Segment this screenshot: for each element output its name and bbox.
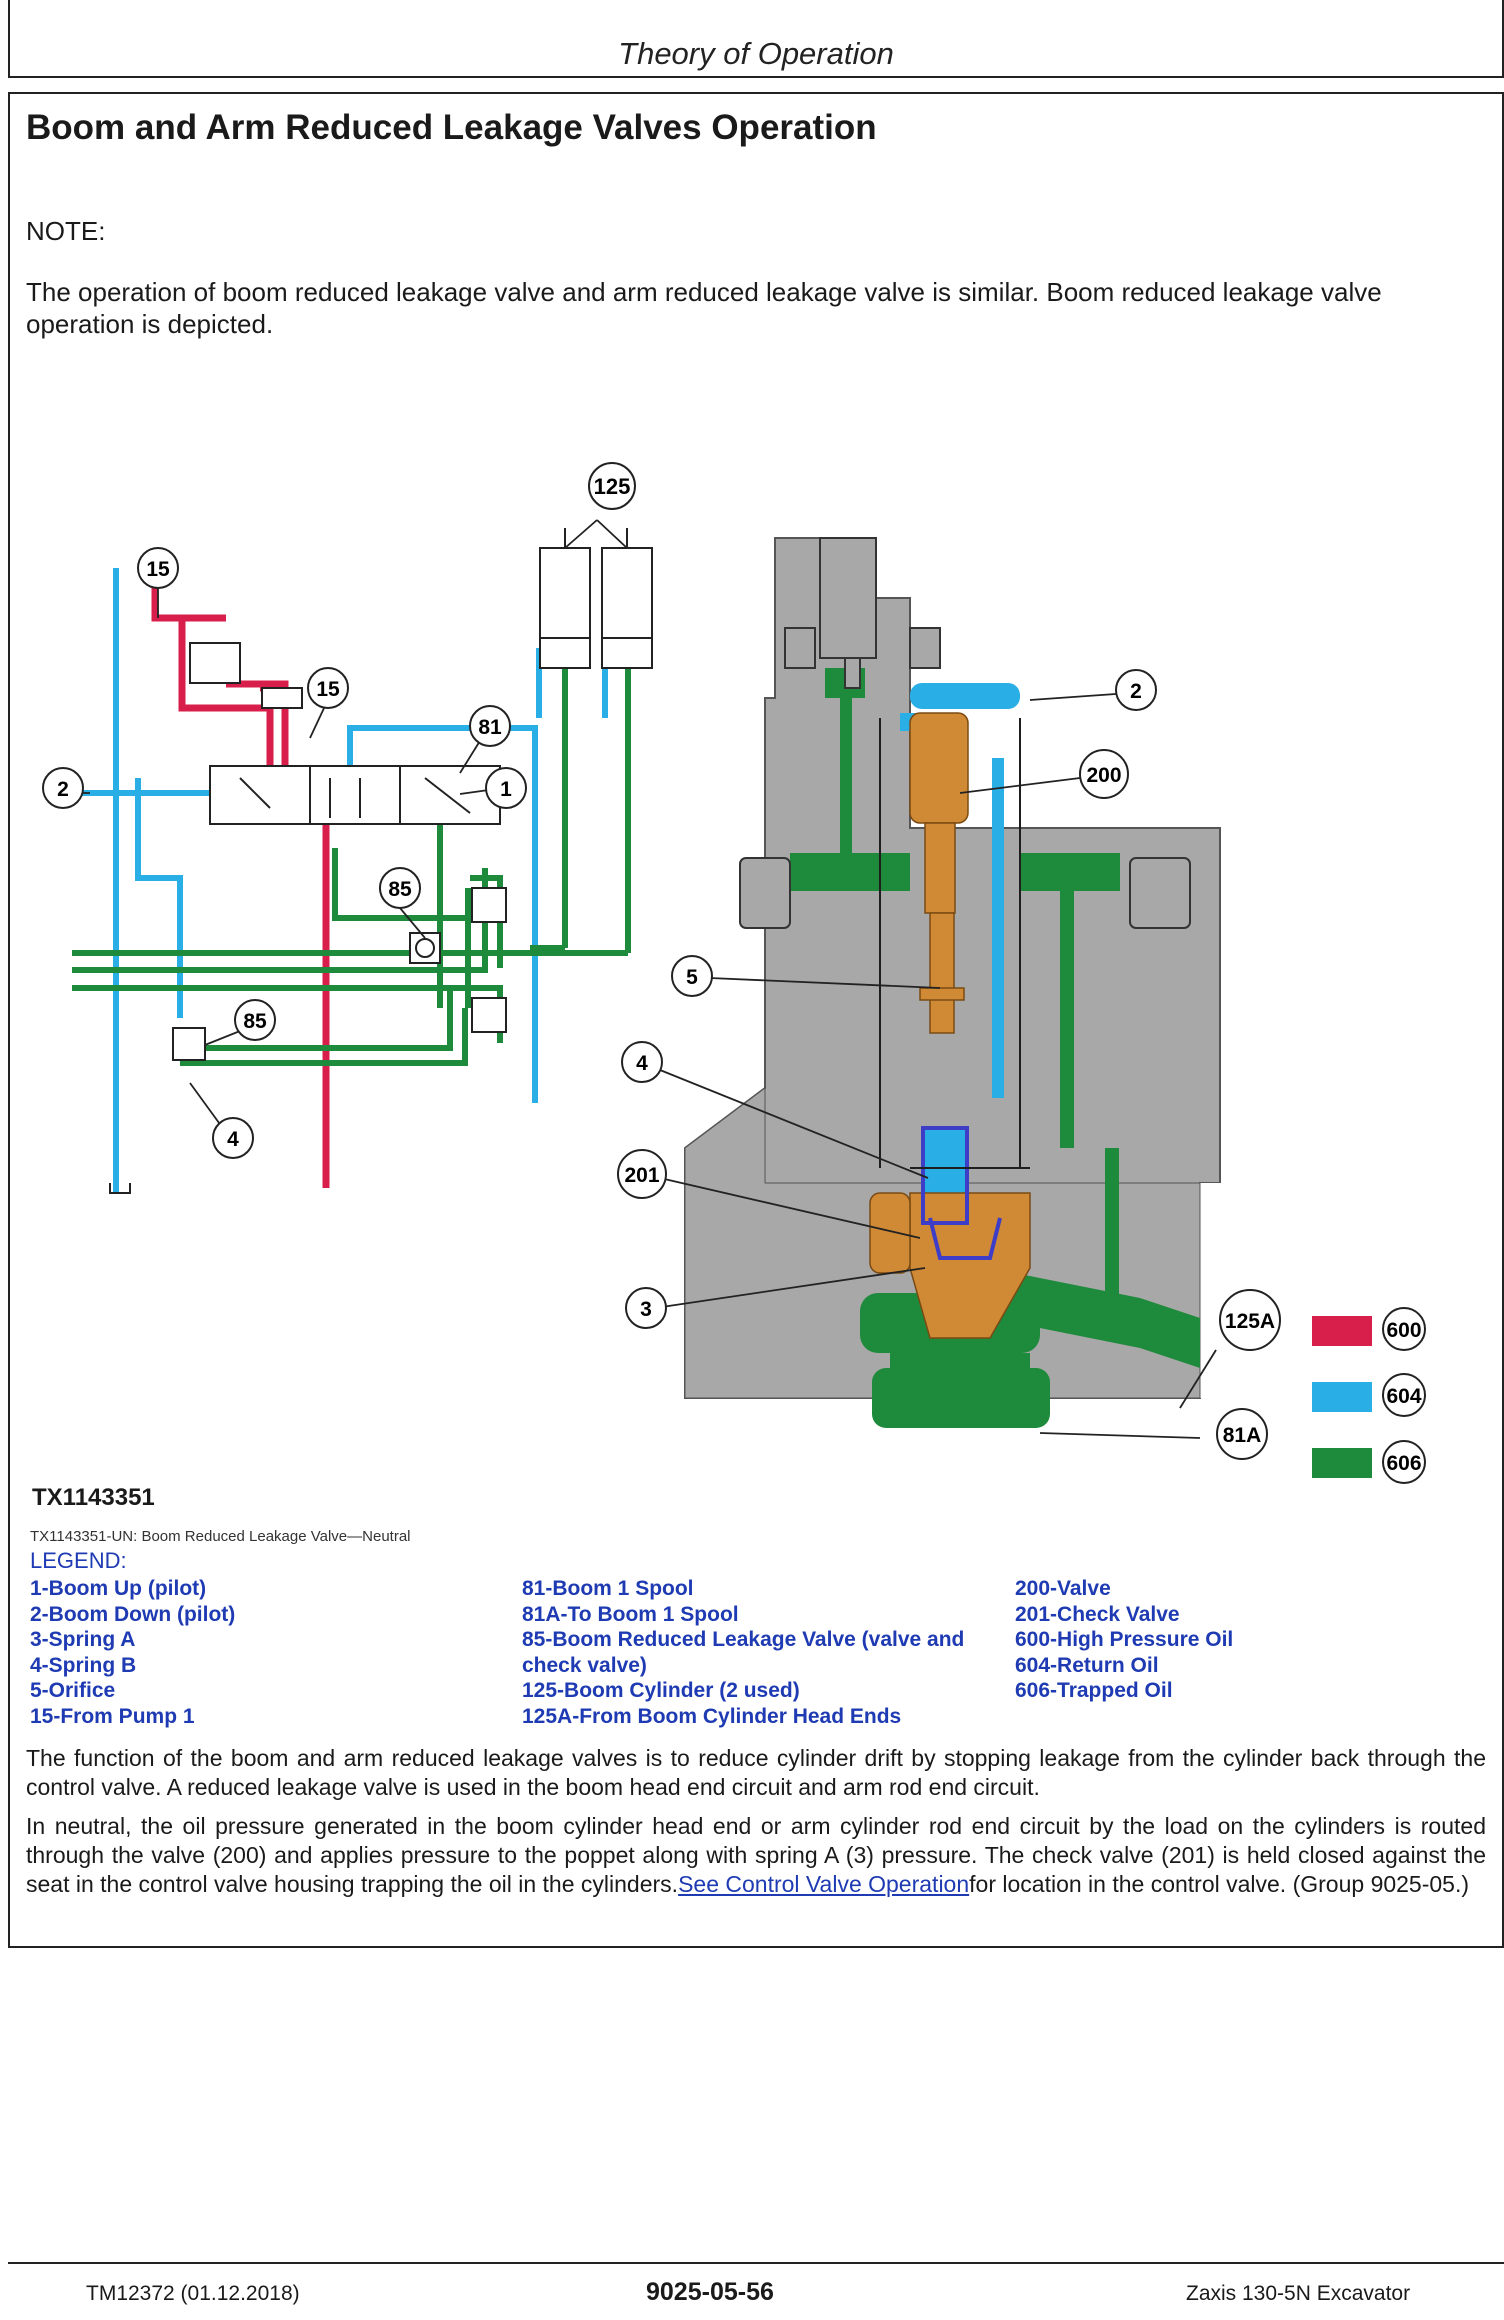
- footer-manual-id: TM12372 (01.12.2018): [86, 2282, 300, 2305]
- footer-divider: [8, 2262, 1504, 2264]
- svg-text:4: 4: [227, 1128, 239, 1151]
- callout-201: 201: [617, 1149, 667, 1199]
- paragraph-text: In neutral, the oil pressure generated i…: [26, 1813, 1486, 1897]
- legend-item: 3-Spring A: [30, 1628, 136, 1652]
- legend-item: 15-From Pump 1: [30, 1704, 195, 1728]
- leader-lines: [73, 519, 1217, 1439]
- content-frame: [8, 92, 1504, 1948]
- legend-item: 600-High Pressure Oil: [1015, 1628, 1234, 1652]
- legend-item: 81A-To Boom 1 Spool: [522, 1602, 739, 1626]
- header-title: Theory of Operation: [618, 36, 894, 71]
- paragraph-text: for location in the control valve. (Grou…: [969, 1871, 1470, 1897]
- svg-text:5: 5: [686, 966, 698, 989]
- legend-column-2: 81-Boom 1 Spool 81A-To Boom 1 Spool 85-B…: [522, 1576, 964, 1730]
- callout-4-left: 4: [212, 1117, 254, 1159]
- svg-text:85: 85: [243, 1010, 267, 1033]
- legend-item: check valve): [522, 1653, 647, 1677]
- callout-85-top: 85: [379, 867, 421, 909]
- legend-item: 125-Boom Cylinder (2 used): [522, 1679, 800, 1703]
- figure-caption: TX1143351-UN: Boom Reduced Leakage Valve…: [30, 1528, 411, 1545]
- legend-item: 604-Return Oil: [1015, 1653, 1159, 1677]
- footer-page-number: 9025-05-56: [646, 2278, 774, 2306]
- callout-5: 5: [671, 955, 713, 997]
- legend-item: 1-Boom Up (pilot): [30, 1577, 207, 1600]
- svg-text:2: 2: [1130, 680, 1142, 703]
- callout-2-right: 2: [1115, 669, 1157, 711]
- body-paragraph-1: The function of the boom and arm reduced…: [26, 1745, 1486, 1800]
- legend-item: 2-Boom Down (pilot): [30, 1602, 236, 1626]
- callout-3: 3: [625, 1287, 667, 1329]
- svg-text:81A: 81A: [1223, 1424, 1262, 1447]
- callout-200: 200: [1079, 749, 1129, 799]
- svg-text:15: 15: [316, 678, 340, 701]
- body-paragraph-2: In neutral, the oil pressure generated i…: [26, 1812, 1486, 1899]
- key-swatch-600: [1312, 1316, 1372, 1346]
- legend-title: LEGEND:: [30, 1548, 127, 1573]
- spool-81: [209, 765, 501, 825]
- key-label-600: 600: [1386, 1319, 1421, 1342]
- figure-id: TX1143351: [32, 1484, 155, 1511]
- svg-text:4: 4: [636, 1052, 648, 1075]
- housing-plugs: [739, 537, 1191, 929]
- trapped-lines: [72, 648, 631, 1066]
- svg-text:85: 85: [388, 878, 412, 901]
- legend-item: 81-Boom 1 Spool: [522, 1577, 694, 1600]
- callout-125: 125: [588, 462, 636, 510]
- svg-text:201: 201: [624, 1164, 659, 1187]
- boom-cylinders: [539, 528, 653, 669]
- legend-item: 5-Orifice: [30, 1679, 116, 1703]
- svg-text:1: 1: [500, 778, 512, 801]
- legend-column-1: 1-Boom Up (pilot) 2-Boom Down (pilot) 3-…: [30, 1576, 235, 1730]
- svg-text:200: 200: [1086, 764, 1121, 787]
- legend-item: 201-Check Valve: [1015, 1602, 1180, 1626]
- svg-text:3: 3: [640, 1298, 652, 1321]
- svg-text:125A: 125A: [1225, 1310, 1275, 1333]
- key-swatch-604: [1312, 1382, 1372, 1412]
- callout-125A: 125A: [1219, 1289, 1281, 1351]
- page-header: Theory of Operation: [8, 0, 1504, 78]
- note-label: NOTE:: [26, 216, 106, 246]
- color-key: 600 604 606: [1312, 1307, 1426, 1484]
- callout-1: 1: [485, 767, 527, 809]
- callout-15-left: 15: [137, 547, 179, 589]
- callout-81: 81: [469, 705, 511, 747]
- section-title: Boom and Arm Reduced Leakage Valves Oper…: [26, 108, 877, 147]
- return-lines: [72, 568, 608, 1193]
- callout-4-right: 4: [621, 1041, 663, 1083]
- svg-text:2: 2: [57, 778, 69, 801]
- control-valve-operation-link[interactable]: See Control Valve Operation: [678, 1871, 970, 1897]
- callout-85-bottom: 85: [234, 999, 276, 1041]
- callout-81A: 81A: [1216, 1408, 1268, 1460]
- key-label-604: 604: [1386, 1385, 1421, 1408]
- svg-text:125: 125: [594, 474, 631, 499]
- housing-outline-lines: [879, 718, 1030, 1169]
- valve-200: [869, 712, 1031, 1339]
- svg-text:15: 15: [146, 558, 170, 581]
- hydraulic-diagram: 125 15 15 81 2 1 85 85 4 2 200 5: [42, 462, 1426, 1484]
- note-text: The operation of boom reduced leakage va…: [26, 277, 1382, 339]
- key-label-606: 606: [1386, 1452, 1421, 1475]
- reduced-leakage-valve-85: [172, 642, 507, 1061]
- key-swatch-606: [1312, 1448, 1372, 1478]
- legend-item: 606-Trapped Oil: [1015, 1679, 1173, 1703]
- footer-machine-name: Zaxis 130-5N Excavator: [1186, 2282, 1411, 2305]
- legend-item: 85-Boom Reduced Leakage Valve (valve and: [522, 1628, 965, 1652]
- callout-15-right: 15: [307, 667, 349, 709]
- legend-item: 4-Spring B: [30, 1653, 137, 1677]
- legend-item: 125A-From Boom Cylinder Head Ends: [522, 1704, 902, 1728]
- legend-item: 200-Valve: [1015, 1577, 1111, 1600]
- legend-column-3: 200-Valve 201-Check Valve 600-High Press…: [1015, 1576, 1233, 1704]
- svg-text:81: 81: [478, 716, 502, 739]
- callout-2-left: 2: [42, 767, 84, 809]
